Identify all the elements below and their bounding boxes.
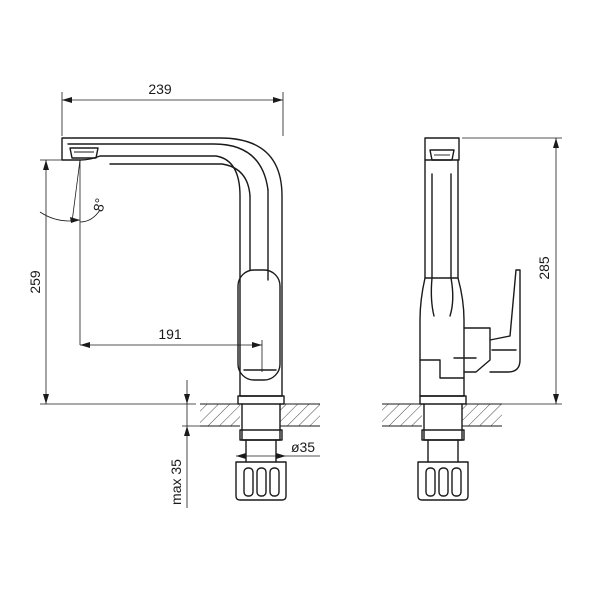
side-countertop-left (382, 404, 422, 426)
aerator (69, 147, 99, 159)
lever-handle (237, 269, 281, 381)
countertop-left (200, 404, 240, 426)
dimension-angle: 8° (90, 197, 108, 213)
side-mounting-nut (417, 461, 469, 501)
dimension-191: 191 (158, 326, 182, 342)
faucet-body-outline (61, 137, 283, 397)
side-shank (423, 403, 463, 441)
front-view: 239 259 8° 191 max 35 ø35 (27, 81, 320, 508)
dimension-239: 239 (148, 81, 172, 97)
mounting-shank (241, 403, 281, 441)
side-spout-head (424, 137, 460, 161)
dimension-259: 259 (27, 270, 43, 294)
side-lever-handle (463, 327, 491, 373)
dimension-max-35: max 35 (168, 459, 184, 505)
dimension-diameter-35: ø35 (291, 439, 315, 455)
mounting-nut (235, 461, 287, 501)
base-collar (237, 395, 285, 405)
side-view: 285 (382, 137, 562, 501)
side-countertop-right (462, 404, 502, 426)
dimension-285: 285 (536, 256, 552, 280)
countertop-right (280, 404, 320, 426)
